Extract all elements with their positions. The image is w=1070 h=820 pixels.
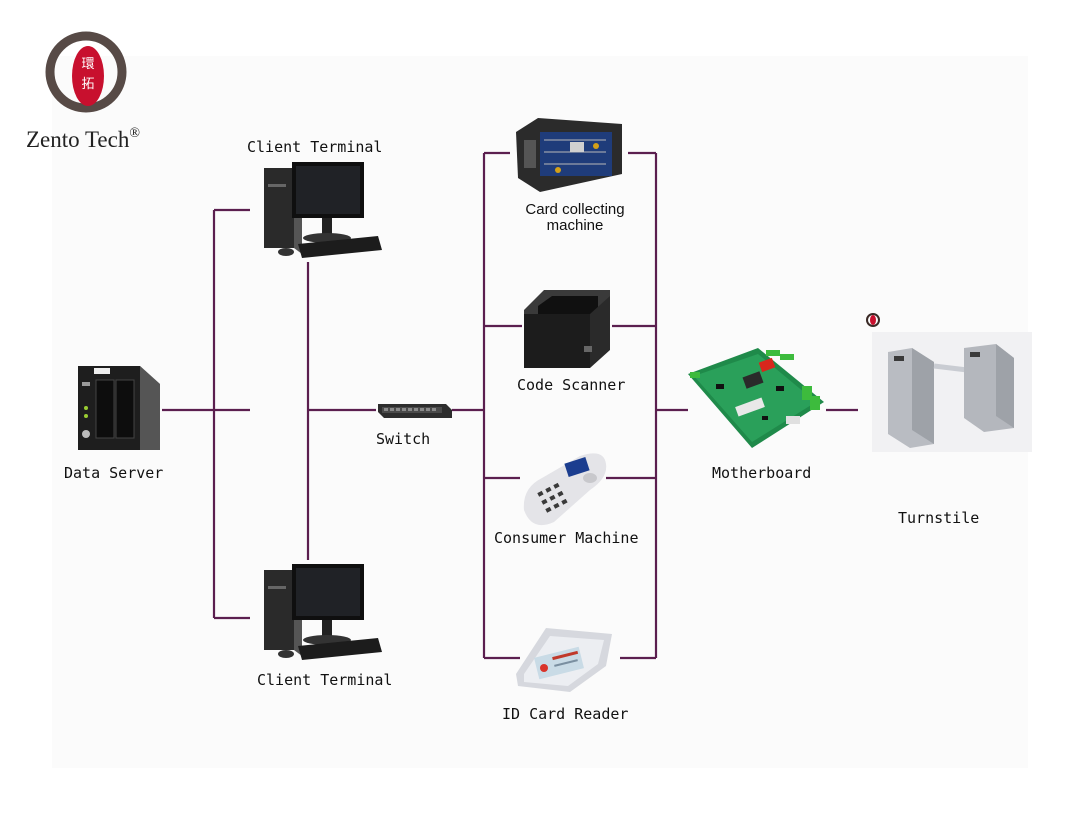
client-terminal-bottom-label: Client Terminal <box>257 671 393 689</box>
consumer-machine-label: Consumer Machine <box>494 529 639 547</box>
svg-text:拓: 拓 <box>81 77 94 92</box>
code-scanner-icon <box>522 288 612 370</box>
client-terminal-top-icon <box>258 160 384 264</box>
brand-name: Zento Tech® <box>26 126 140 152</box>
client-terminal-top-label: Client Terminal <box>247 138 383 156</box>
data-server-icon <box>74 358 162 452</box>
small-logo-icon <box>864 312 882 330</box>
client-terminal-bottom-icon <box>258 562 384 666</box>
consumer-machine-icon <box>520 448 608 528</box>
company-logo: 環 拓 <box>44 30 128 114</box>
card-collecting-machine-label: Card collecting machine <box>510 202 640 234</box>
id-card-reader-icon <box>514 624 614 694</box>
id-card-reader-label: ID Card Reader <box>502 705 629 723</box>
card-collecting-machine-label-line1: Card collecting <box>525 201 625 218</box>
data-server-label: Data Server <box>64 464 164 482</box>
card-collecting-machine-icon <box>510 112 628 196</box>
motherboard-label: Motherboard <box>712 464 812 482</box>
turnstile-label: Turnstile <box>898 509 980 527</box>
motherboard-icon <box>686 346 826 450</box>
svg-text:環: 環 <box>81 57 94 72</box>
turnstile-icon <box>872 332 1032 452</box>
card-collecting-machine-label-line2: machine <box>546 217 604 234</box>
code-scanner-label: Code Scanner <box>517 376 626 394</box>
network-switch-icon <box>376 398 452 422</box>
switch-label: Switch <box>376 430 431 448</box>
